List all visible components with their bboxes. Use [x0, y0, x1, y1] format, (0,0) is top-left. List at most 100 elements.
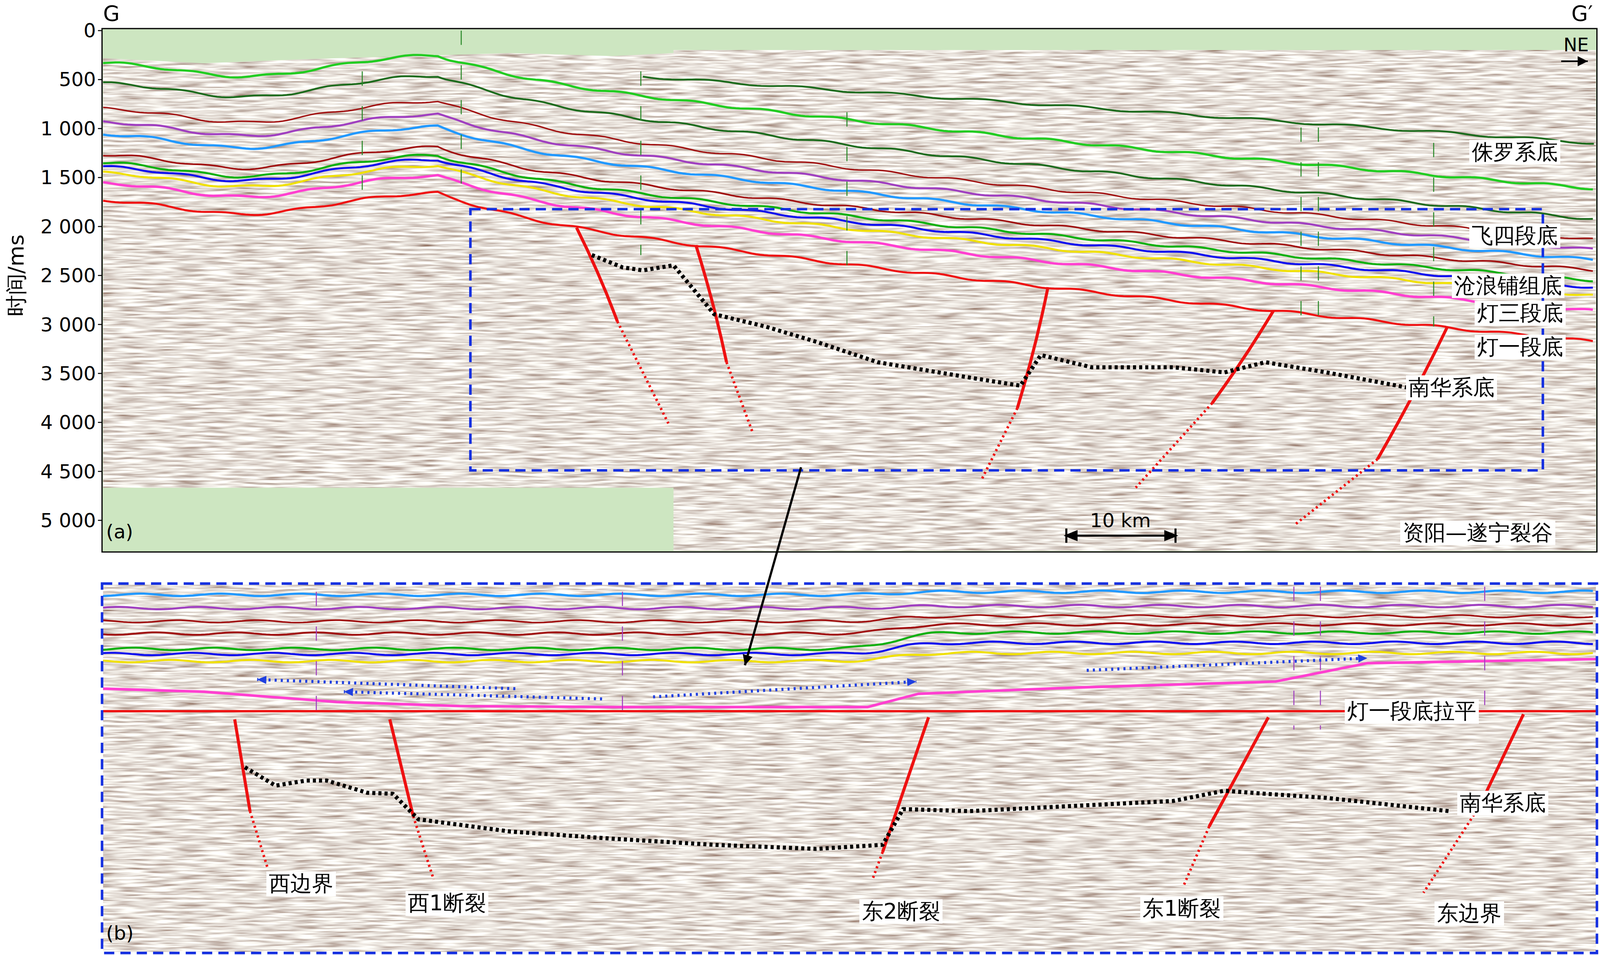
figure-label: 东2断裂	[859, 898, 943, 924]
axis-tick	[98, 519, 103, 521]
panel-frame	[102, 28, 1598, 552]
fault-extension	[617, 321, 669, 424]
fault-extension	[872, 851, 883, 880]
fault-line	[234, 718, 250, 811]
axis-tick	[98, 127, 103, 129]
horizon-line	[102, 641, 1593, 656]
figure-label: 西边界	[266, 871, 336, 897]
fault-extension	[413, 816, 434, 880]
figure-label: 飞四段底	[1469, 223, 1561, 249]
horizon-line	[642, 76, 1594, 144]
figure-label: 灯一段底拉平	[1344, 699, 1479, 724]
figure-label: 资阳—遂宁裂谷	[1400, 520, 1556, 546]
axis-tick	[98, 79, 103, 80]
axis-tick	[98, 470, 103, 472]
axis-value: 0	[83, 19, 96, 42]
well-marker	[1293, 586, 1295, 730]
fault-extension	[1183, 826, 1210, 886]
fault-line	[882, 716, 929, 852]
figure-label: 南华系底	[1405, 375, 1498, 401]
axis-value: 4 500	[40, 460, 96, 483]
horizon-line	[102, 614, 1593, 623]
figure-label: 灯三段底	[1474, 301, 1566, 326]
horizon-line	[102, 174, 1593, 310]
figure-label: 东边界	[1434, 900, 1505, 926]
horizon-line	[102, 154, 1593, 282]
well-marker	[1317, 127, 1319, 322]
well-marker	[1484, 586, 1486, 714]
figure-label: G	[102, 1, 120, 27]
axis-value: 5 000	[40, 509, 96, 532]
horizon-line	[102, 191, 1593, 342]
figure-label: 灯一段底	[1474, 334, 1566, 360]
horizon-line	[102, 604, 1593, 610]
fault-line	[1017, 287, 1048, 408]
no-data-fill	[102, 28, 1598, 552]
axis-tick	[98, 30, 103, 32]
figure-label: 沧浪铺组底	[1451, 273, 1565, 299]
axis-tick	[98, 225, 103, 227]
fault-extension	[1423, 805, 1480, 893]
zoom-arrow	[744, 467, 802, 665]
horizon-line	[102, 651, 1593, 663]
axis-tick	[98, 323, 103, 325]
well-marker	[460, 30, 462, 204]
horizons-b	[102, 586, 1596, 893]
axis-title: 时间/ms	[4, 234, 29, 317]
figure-label: 南华系底	[1457, 790, 1549, 816]
horizon-line	[102, 113, 1593, 249]
fault-line	[576, 227, 618, 322]
fault-extension	[1293, 459, 1378, 526]
axis-value: 4 000	[40, 411, 96, 434]
figure-label: G′	[1571, 1, 1593, 27]
axis-value: 1 500	[40, 166, 96, 189]
seismic-texture	[102, 584, 1596, 952]
figure-label: 侏罗系底	[1469, 139, 1561, 165]
well-marker	[1319, 586, 1321, 730]
figure-label: (a)	[106, 520, 134, 543]
horizon-line	[102, 159, 1593, 288]
fault-line	[695, 245, 727, 363]
well-marker	[315, 591, 317, 730]
horizon-line	[102, 590, 1593, 596]
figure-label: 西1断裂	[405, 890, 489, 916]
fault-extension	[249, 810, 268, 868]
axis-value: 3 000	[40, 313, 96, 336]
figure-label: NE	[1563, 34, 1589, 56]
axis-value: 1 000	[40, 117, 96, 140]
zoom-box	[470, 208, 1543, 470]
well-marker	[1300, 127, 1302, 322]
axis-value: 2 000	[40, 215, 96, 238]
axis-tick	[98, 177, 103, 178]
direction-arrow	[1561, 60, 1588, 63]
axis-tick	[98, 275, 103, 276]
nanhua-base-line	[591, 254, 1409, 388]
onlap-arrow	[343, 691, 602, 699]
seismic-texture	[102, 28, 1598, 552]
axis-value: 3 500	[40, 362, 96, 385]
fault-extension	[981, 407, 1018, 480]
nanhua-base-line	[244, 766, 1450, 849]
horizon-line	[102, 165, 1593, 295]
axis-tick	[98, 372, 103, 374]
onlap-arrow	[257, 679, 516, 689]
figure-label: 东1断裂	[1140, 895, 1224, 921]
well-marker	[640, 71, 642, 256]
horizon-line	[102, 76, 1593, 219]
horizon-line	[102, 631, 1593, 650]
onlap-arrow	[1086, 657, 1368, 671]
axis-value: 500	[58, 68, 96, 91]
horizon-line	[102, 125, 1593, 260]
figure-label: 10 km	[1089, 509, 1151, 532]
well-marker	[361, 71, 363, 210]
well-marker	[622, 591, 623, 725]
fault-line	[1209, 716, 1269, 827]
zoom-frame	[102, 583, 1598, 953]
axis-ticks	[98, 30, 103, 521]
axis-value: 2 500	[40, 264, 96, 287]
axis-tick	[98, 421, 103, 423]
fault-extension	[726, 361, 753, 434]
horizons-a	[102, 30, 1594, 526]
